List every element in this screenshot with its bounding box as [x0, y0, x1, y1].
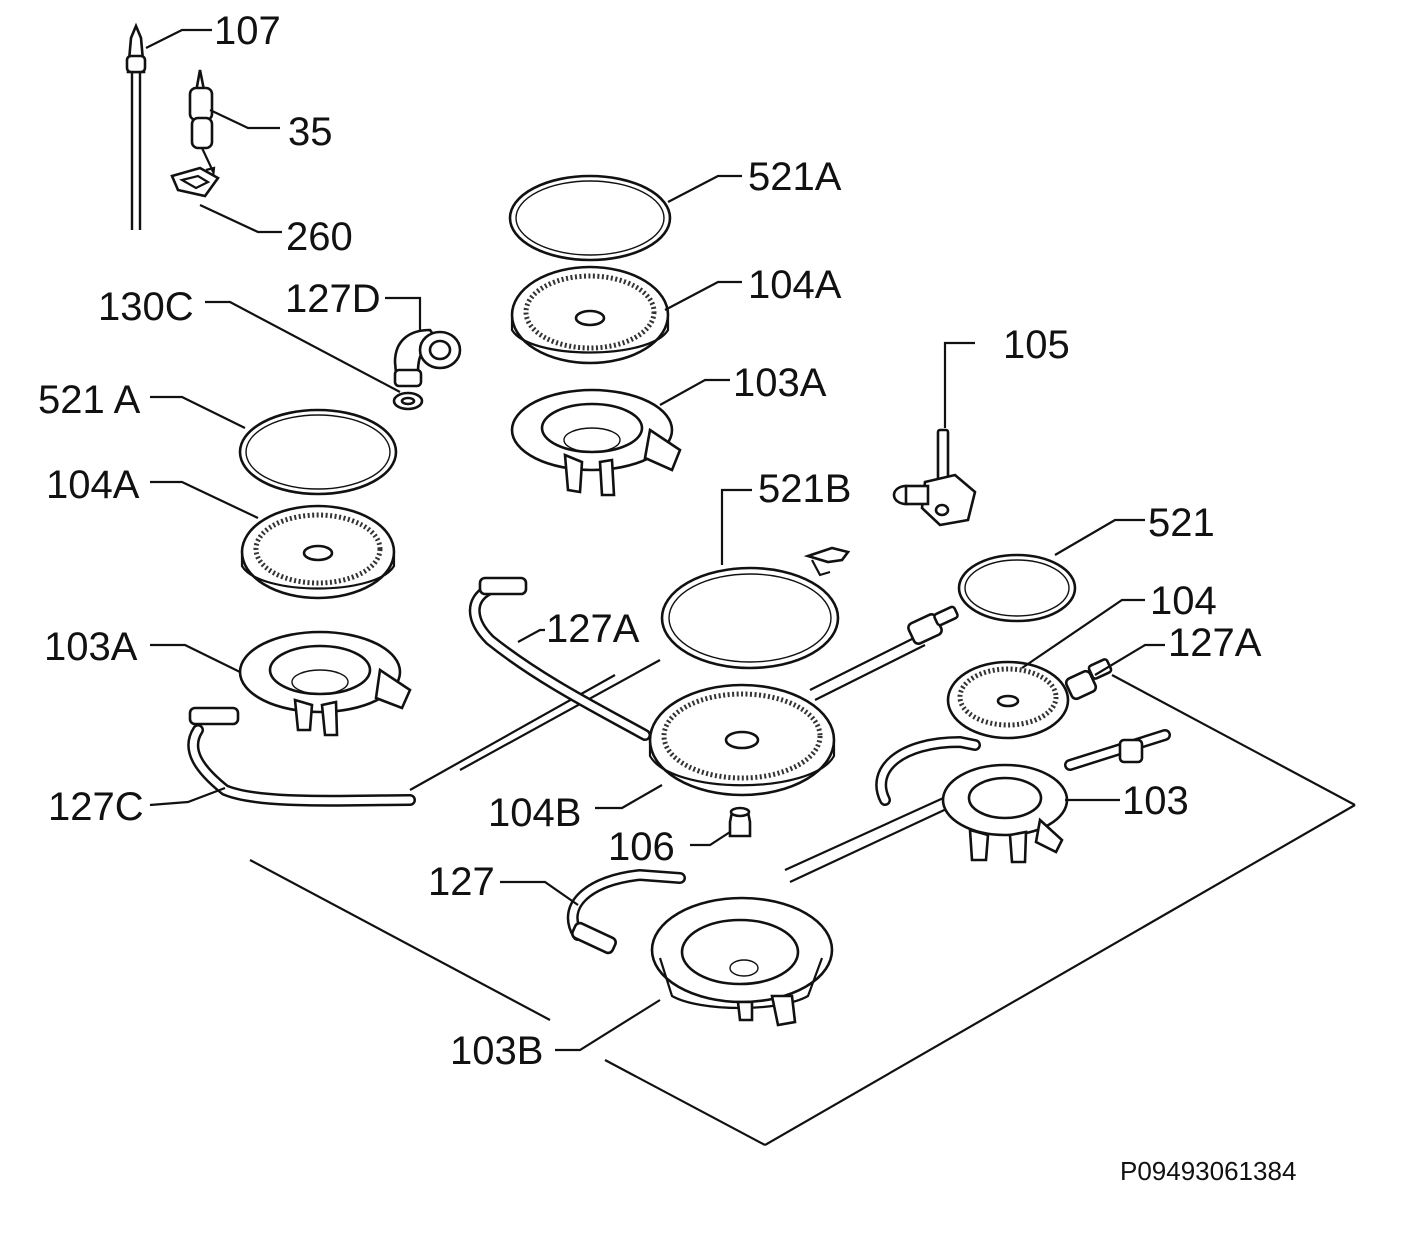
- label-127a-right: 127A: [1168, 621, 1262, 665]
- burner-base-103b: [650, 896, 834, 1027]
- label-35: 35: [288, 110, 333, 154]
- injector-106: [728, 806, 752, 838]
- part-labels: 107 35 260 521A 130C 127D 104A 105 103A …: [38, 9, 1296, 1186]
- label-106: 106: [608, 825, 675, 869]
- washer-130c: [392, 391, 424, 411]
- label-260: 260: [286, 215, 353, 259]
- label-103b: 103B: [450, 1029, 543, 1073]
- label-521: 521: [1148, 501, 1215, 545]
- burner-base-103a-top: [510, 388, 682, 497]
- flame-spreader-104b: [648, 683, 836, 797]
- label-103a-left: 103A: [44, 625, 138, 669]
- burner-base-103: [941, 763, 1069, 864]
- label-127a-mid: 127A: [546, 607, 640, 651]
- flame-spreader-104a-top: [510, 265, 670, 365]
- label-521a-top: 521A: [748, 155, 842, 199]
- label-127d: 127D: [285, 277, 381, 321]
- label-107: 107: [214, 9, 281, 53]
- label-104a-left: 104A: [46, 463, 140, 507]
- clip-521b: [803, 546, 851, 577]
- clip-260: [170, 166, 220, 198]
- label-104: 104: [1150, 579, 1217, 623]
- elbow-127d: [393, 328, 462, 388]
- nut-fitting-127a-right: [1064, 658, 1113, 701]
- flame-spreader-104a-left: [240, 504, 396, 600]
- label-127: 127: [428, 860, 495, 904]
- hob-outline: [249, 634, 1356, 1146]
- flame-spreader-104: [946, 660, 1070, 740]
- gas-tube-right: [875, 729, 1171, 806]
- leader-lines: [145, 28, 1165, 1052]
- drawing-code: P09493061384: [1120, 1156, 1296, 1186]
- electrode-35: [188, 69, 216, 179]
- label-103: 103: [1122, 779, 1189, 823]
- gas-valve-105: [892, 428, 977, 527]
- label-130c: 130C: [98, 285, 194, 329]
- burner-cap-521b: [660, 566, 840, 670]
- label-127c: 127C: [48, 785, 144, 829]
- label-521b: 521B: [758, 467, 851, 511]
- gas-tube-127: [566, 868, 686, 955]
- burner-base-103a-left: [238, 630, 412, 737]
- nut-fitting-center: [907, 605, 959, 645]
- burner-cap-521a-left: [238, 408, 398, 496]
- label-103a-top: 103A: [733, 361, 827, 405]
- burner-cap-521a-top: [508, 174, 672, 262]
- thermocouple-107: [125, 22, 147, 230]
- burner-cap-521: [957, 553, 1077, 623]
- label-104a-top: 104A: [748, 263, 842, 307]
- gas-tube-127a-center: [468, 576, 651, 741]
- gas-tube-127c: [187, 706, 416, 807]
- label-105: 105: [1003, 323, 1070, 367]
- label-521a-left: 521 A: [38, 378, 141, 422]
- label-104b: 104B: [488, 791, 581, 835]
